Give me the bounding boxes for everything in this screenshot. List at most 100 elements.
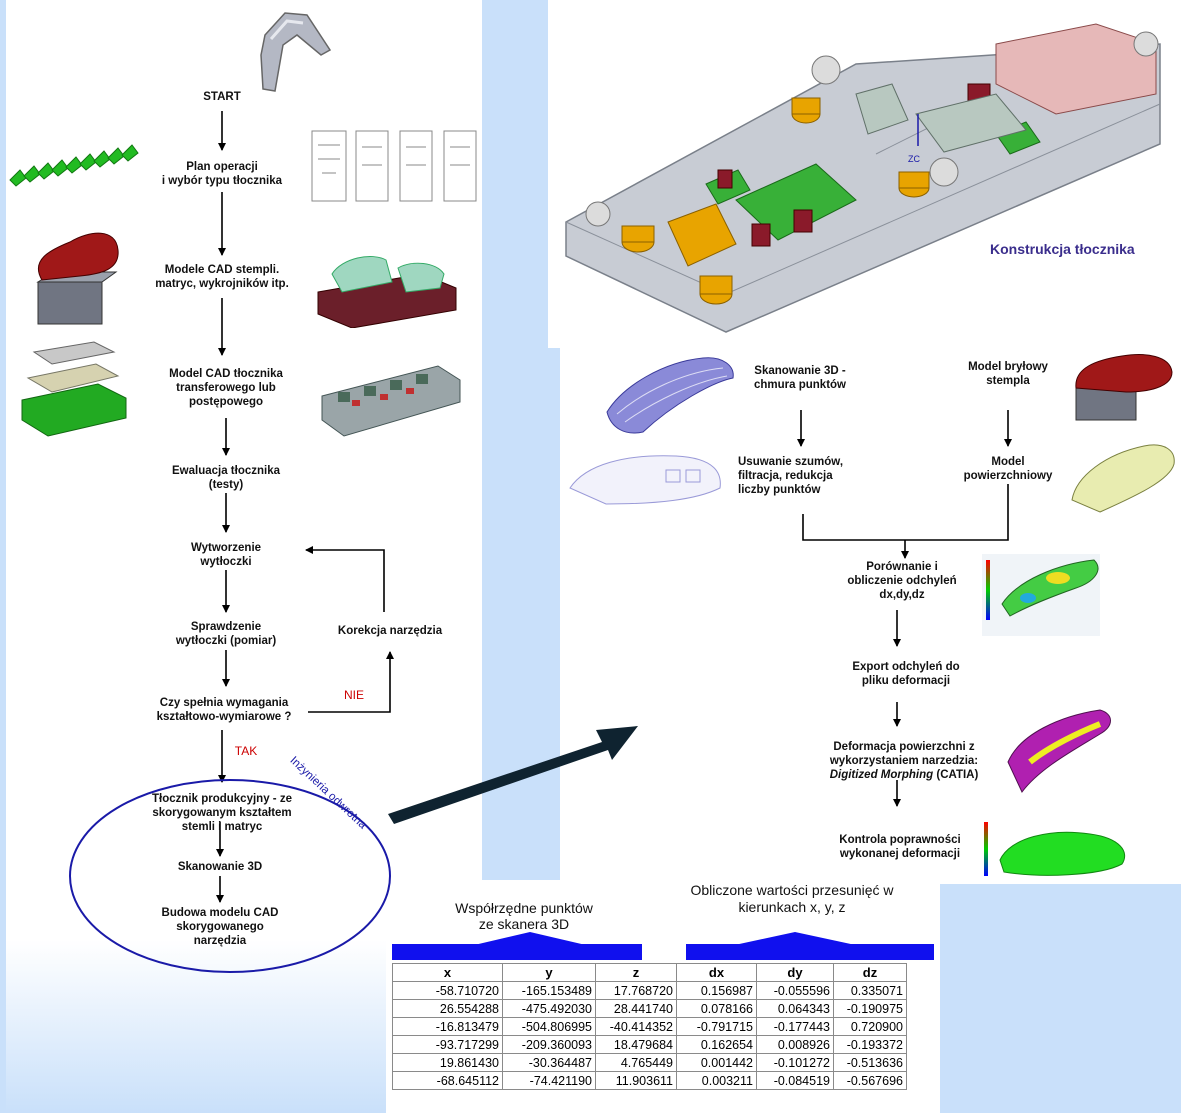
blue-bar-right [686, 944, 934, 960]
cell: -68.645112 [392, 1071, 503, 1090]
cell: 0.003211 [676, 1071, 757, 1090]
flow-cad-build: Budowa modelu CAD skorygowanego narzędzi… [161, 907, 279, 947]
flow-surface-model: Model powierzchniowy [963, 456, 1053, 482]
cell: 4.765449 [595, 1053, 677, 1072]
flow-solid-model: Model bryłowy stempla [968, 361, 1048, 387]
flow-scan-cloud: Skanowanie 3D - chmura punktów [753, 365, 846, 391]
flow-check: Sprawdzenie wytłoczki (pomiar) [175, 621, 277, 647]
flow-scan: Skanowanie 3D [177, 861, 263, 873]
cell: 18.479684 [595, 1035, 677, 1054]
cell: -0.101272 [756, 1053, 834, 1072]
header-z: z [595, 963, 677, 982]
axis-zc-label: ZC [908, 154, 920, 164]
header-x: x [392, 963, 503, 982]
die-block-icon [317, 256, 457, 328]
table-row: -16.813479-504.806995-40.414352-0.791715… [392, 1017, 907, 1036]
flow-production-die: Tłocznik produkcyjny - ze skorygowanym k… [152, 793, 292, 833]
cell: 28.441740 [595, 999, 677, 1018]
cell: -93.717299 [392, 1035, 503, 1054]
cell: -16.813479 [392, 1017, 503, 1036]
flow-start: START [203, 91, 241, 103]
surface-model-icon [1071, 444, 1175, 513]
point-cloud-scan-icon [606, 357, 734, 434]
operation-drawings-icon [311, 130, 477, 202]
cell: 0.156987 [676, 981, 757, 1000]
cell: 26.554288 [392, 999, 503, 1018]
cell: 0.008926 [756, 1035, 834, 1054]
cell: 0.720900 [833, 1017, 907, 1036]
cell: 0.078166 [676, 999, 757, 1018]
die-construction-caption: Konstrukcja tłocznika [990, 241, 1135, 257]
flow-deformation-line1: Deformacja powierzchni z wykorzystaniem … [829, 741, 979, 767]
header-y: y [502, 963, 596, 982]
table-header-row: x y z dx dy dz [392, 963, 907, 982]
blue-bar-right-arrow [730, 932, 860, 946]
right-light-panel [940, 880, 1181, 1113]
reverse-engineering-circle [69, 779, 391, 973]
cell: -0.567696 [833, 1071, 907, 1090]
flow-cad-die: Model CAD tłocznika transferowego lub po… [169, 368, 283, 408]
filtered-cloud-icon [569, 455, 721, 505]
flow-plan: Plan operacji i wybór typu tłocznika [161, 161, 283, 187]
header-dx: dx [676, 963, 757, 982]
flow-evaluation: Ewaluacja tłocznika (testy) [171, 465, 280, 491]
table-label-left: Współrzędne punktów ze skanera 3D [455, 900, 593, 932]
flow-decision: Czy spełnia wymagania kształtowo-wymiaro… [156, 697, 292, 723]
cell: -40.414352 [595, 1017, 677, 1036]
flow-no-label: NIE [343, 688, 364, 702]
deviation-map-icon [982, 554, 1100, 636]
cell: -0.193372 [833, 1035, 907, 1054]
header-dy: dy [756, 963, 834, 982]
progressive-die-icon [321, 365, 461, 437]
right-flow-connectors [797, 410, 1012, 807]
cell: -0.513636 [833, 1053, 907, 1072]
flow-cad-punches: Modele CAD stempli. matryc, wykrojników … [155, 264, 289, 290]
flow-production: Wytworzenie wytłoczki [190, 542, 262, 568]
die-assembly-render: ZC [565, 23, 1161, 333]
cell: 11.903611 [595, 1071, 677, 1090]
cell: -0.084519 [756, 1071, 834, 1090]
catia-label: (CATIA) [933, 769, 979, 781]
cell: -30.364487 [502, 1053, 596, 1072]
cell: -0.177443 [756, 1017, 834, 1036]
cell: -165.153489 [502, 981, 596, 1000]
big-transition-arrow [388, 726, 638, 824]
digitized-morphing-label: Digitized Morphing [829, 769, 934, 781]
left-flow-connectors [69, 111, 394, 973]
punch-solid-icon [1075, 354, 1173, 421]
table-label-right: Obliczone wartości przesunięć w kierunka… [690, 882, 894, 915]
flow-noise-removal: Usuwanie szumów, filtracja, redukcja lic… [738, 456, 844, 496]
morphing-result-icon [1007, 709, 1111, 793]
cell: -58.710720 [392, 981, 503, 1000]
cell: -209.360093 [502, 1035, 596, 1054]
flow-export: Export odchyleń do pliku deformacji [852, 661, 960, 687]
blue-bar-left [392, 944, 642, 960]
drawn-part-3d-icon [260, 12, 332, 92]
transfer-die-assembly-icon [21, 341, 127, 437]
cell: -0.055596 [756, 981, 834, 1000]
cell: -504.806995 [502, 1017, 596, 1036]
flow-correction: Korekcja narzędzia [337, 625, 443, 637]
deformation-check-icon [984, 822, 1126, 876]
cell: -475.492030 [502, 999, 596, 1018]
punch-model-icon [36, 232, 119, 325]
cell: -0.791715 [676, 1017, 757, 1036]
cell: -74.421190 [502, 1071, 596, 1090]
flow-deformation: Deformacja powierzchni z wykorzystaniem … [804, 740, 1004, 782]
flow-control: Kontrola poprawności wykonanej deformacj… [839, 834, 961, 860]
cell: 0.001442 [676, 1053, 757, 1072]
flow-yes-label: TAK [234, 744, 258, 758]
cell: 19.861430 [392, 1053, 503, 1072]
cell: 17.768720 [595, 981, 677, 1000]
cell: 0.064343 [756, 999, 834, 1018]
cell: 0.162654 [676, 1035, 757, 1054]
cell: -0.190975 [833, 999, 907, 1018]
strip-layout-icon [9, 144, 139, 187]
cell: 0.335071 [833, 981, 907, 1000]
